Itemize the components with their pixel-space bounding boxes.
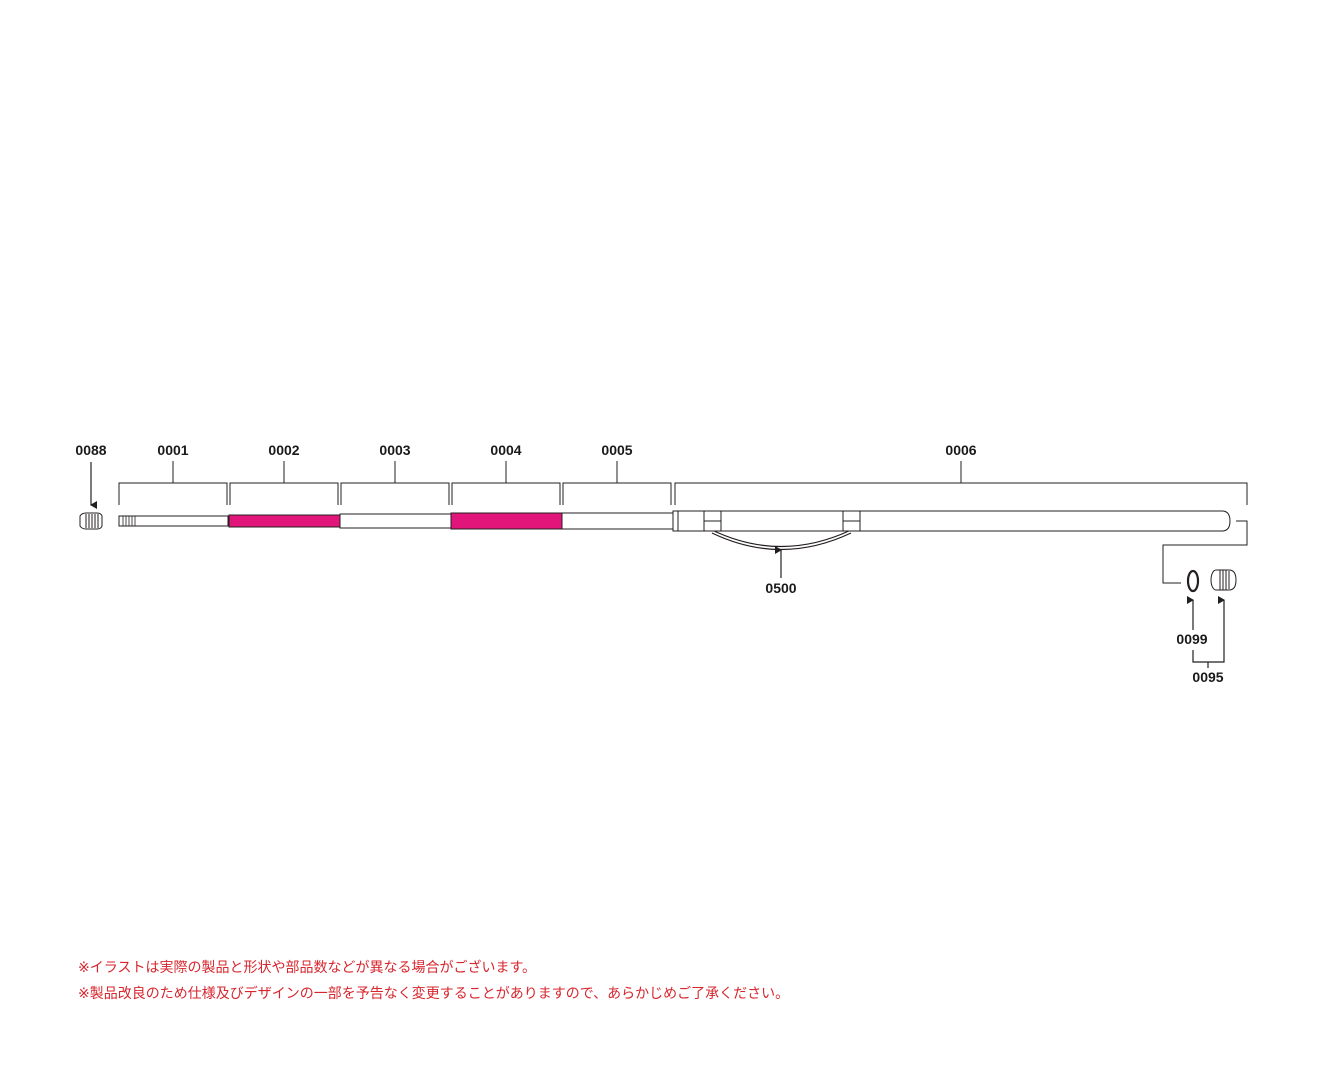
bracket-0004: [451, 461, 561, 505]
segment-0003: [339, 513, 453, 529]
bracket-0003: [340, 461, 450, 505]
bracket-0006: [674, 461, 1248, 505]
label-0095: 0095: [1192, 669, 1223, 685]
strap-0500: [703, 510, 861, 551]
cap-0088-icon: [79, 512, 103, 530]
segment-0002: [228, 514, 341, 528]
segment-0006: [672, 510, 1231, 532]
note-illustration: ※イラストは実際の製品と形状や部品数などが異なる場合がございます。: [78, 960, 537, 976]
segment-brackets: [118, 461, 1248, 505]
label-0006: 0006: [945, 442, 976, 458]
buttcap-0095-icon: [1210, 569, 1237, 591]
label-0001: 0001: [157, 442, 188, 458]
disclaimer-notes: ※イラストは実際の製品と形状や部品数などが異なる場合がございます。 ※製品改良の…: [78, 955, 789, 1007]
tip-thread-icon: [122, 516, 136, 526]
bracket-0001: [118, 461, 228, 505]
label-0003: 0003: [379, 442, 410, 458]
label-0005: 0005: [601, 442, 632, 458]
segment-0001: [118, 515, 229, 527]
segment-0005: [561, 512, 675, 530]
bracket-0005: [562, 461, 672, 505]
label-0002: 0002: [268, 442, 299, 458]
label-0004: 0004: [490, 442, 521, 458]
label-0099: 0099: [1176, 631, 1207, 647]
note-specification: ※製品改良のため仕様及びデザインの一部を予告なく変更することがありますので、あら…: [78, 986, 790, 1002]
label-0088: 0088: [75, 442, 106, 458]
rod: [118, 510, 1231, 532]
label-0500: 0500: [765, 580, 796, 596]
segment-0004: [450, 512, 564, 530]
bracket-0002: [229, 461, 339, 505]
leader-0006-end: [1162, 520, 1248, 584]
oring-0099-icon: [1186, 569, 1200, 593]
